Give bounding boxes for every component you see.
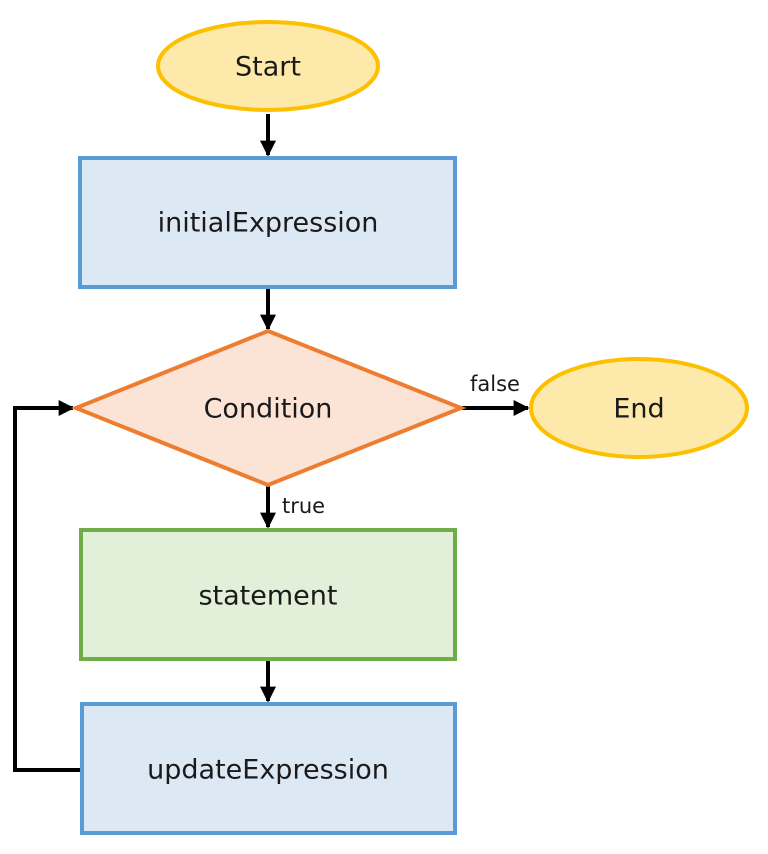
initial-expression-shape — [78, 156, 457, 289]
condition-node: Condition — [70, 328, 467, 488]
end-label: End — [613, 394, 664, 425]
statement-label: statement — [198, 581, 337, 612]
update-expression-label: updateExpression — [147, 755, 389, 786]
edge-label-true: true — [282, 494, 325, 518]
end-node: End — [529, 357, 749, 459]
end-shape — [529, 357, 749, 459]
initial-expression-node: initialExpression — [78, 156, 457, 289]
update-expression-shape — [80, 702, 457, 835]
condition-label: Condition — [204, 394, 333, 425]
statement-shape — [79, 528, 457, 661]
update-expression-node: updateExpression — [80, 702, 457, 835]
start-label: Start — [235, 52, 301, 83]
condition-shape — [70, 328, 467, 488]
start-shape — [156, 20, 380, 112]
initial-expression-label: initialExpression — [158, 208, 379, 239]
start-node: Start — [156, 20, 380, 112]
edge-update-to-condition — [13, 400, 82, 772]
edge-label-false: false — [470, 372, 520, 396]
statement-node: statement — [79, 528, 457, 661]
